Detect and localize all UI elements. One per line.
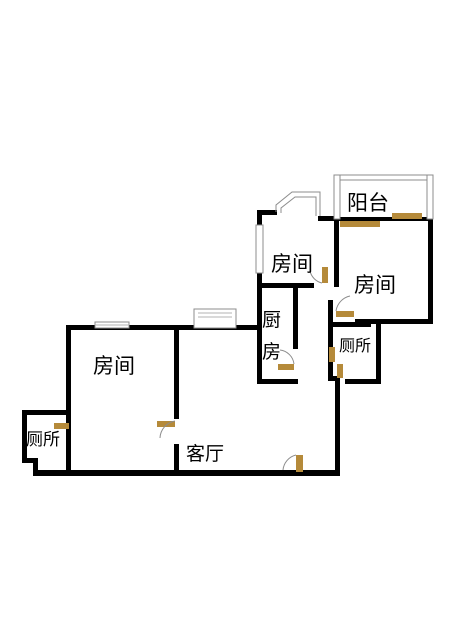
door xyxy=(336,311,354,317)
door xyxy=(340,221,380,227)
wall xyxy=(328,300,333,380)
wall xyxy=(22,410,27,462)
wall xyxy=(298,283,314,288)
door-swing xyxy=(309,270,323,284)
window xyxy=(333,174,434,181)
wall xyxy=(428,220,433,323)
wall xyxy=(318,216,335,221)
room-label-bathroom-left: 厕所 xyxy=(26,430,60,450)
wall xyxy=(337,217,433,221)
wall xyxy=(328,376,340,381)
door xyxy=(278,364,294,370)
wall xyxy=(334,177,339,287)
room-label-bedroom-left: 房间 xyxy=(93,354,135,378)
room-label-living-room: 客厅 xyxy=(186,443,225,465)
doors xyxy=(54,213,422,472)
wall xyxy=(335,380,340,476)
wall xyxy=(355,319,433,324)
room-label-bathroom-right: 厕所 xyxy=(339,336,372,355)
door xyxy=(54,423,69,429)
wall xyxy=(257,283,298,288)
door xyxy=(329,347,335,362)
wall xyxy=(345,379,381,384)
room-label-balcony: 阳台 xyxy=(347,191,389,215)
door xyxy=(296,455,303,472)
room-label-kitchen-1: 厨 xyxy=(262,309,282,331)
wall xyxy=(333,322,371,327)
window xyxy=(333,174,434,220)
door-swing xyxy=(159,420,176,439)
room-label-bedroom-upper: 房间 xyxy=(271,252,313,276)
wall xyxy=(33,470,340,476)
wall xyxy=(66,325,71,475)
door xyxy=(157,421,175,427)
room-label-bedroom-right: 房间 xyxy=(354,273,396,297)
door xyxy=(322,267,328,283)
door-swing xyxy=(282,454,297,471)
wall xyxy=(376,322,381,383)
window xyxy=(255,224,264,274)
window xyxy=(94,321,130,329)
wall xyxy=(257,288,262,384)
wall xyxy=(33,458,38,476)
door-swing xyxy=(279,349,295,365)
door xyxy=(337,364,343,378)
room-label-kitchen-2: 房 xyxy=(262,341,282,363)
window xyxy=(193,308,237,329)
wall xyxy=(22,410,69,415)
wall xyxy=(174,444,179,474)
door xyxy=(392,213,422,219)
wall xyxy=(22,458,36,463)
bay-window xyxy=(275,191,321,216)
wall xyxy=(257,210,277,215)
wall xyxy=(174,327,179,419)
windows xyxy=(94,174,434,329)
wall xyxy=(293,283,298,349)
door-swing xyxy=(335,295,351,312)
wall xyxy=(257,379,298,384)
